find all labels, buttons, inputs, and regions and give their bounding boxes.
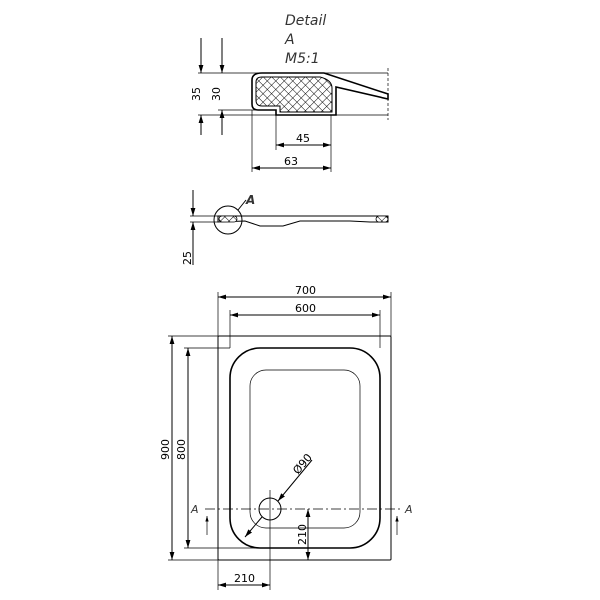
section-label-right: A: [404, 503, 413, 516]
dim-63: 63: [284, 155, 298, 168]
section-label-left: A: [190, 503, 199, 516]
dim-900: 900: [159, 439, 172, 460]
dim-600: 600: [295, 302, 316, 315]
detail-view: Detail A M5:1 35 30 45 63: [190, 13, 389, 172]
dim-45: 45: [296, 132, 310, 145]
dim-25: 25: [181, 251, 194, 265]
dim-drain-diameter: Ø90: [290, 451, 315, 477]
section-view: A 25: [181, 190, 389, 265]
dim-800: 800: [175, 439, 188, 460]
dim-700: 700: [295, 284, 316, 297]
dim-210-vertical: 210: [296, 524, 309, 545]
detail-scale: M5:1: [285, 51, 320, 67]
detail-title-2: A: [284, 32, 295, 48]
dim-210-horizontal: 210: [234, 572, 255, 585]
detail-marker-label: A: [245, 193, 255, 207]
dim-35: 35: [190, 87, 203, 101]
detail-title-1: Detail: [285, 13, 326, 29]
dim-30: 30: [210, 87, 223, 101]
plan-view: A A 700 600 900 800 Ø90 210 210: [159, 284, 413, 590]
